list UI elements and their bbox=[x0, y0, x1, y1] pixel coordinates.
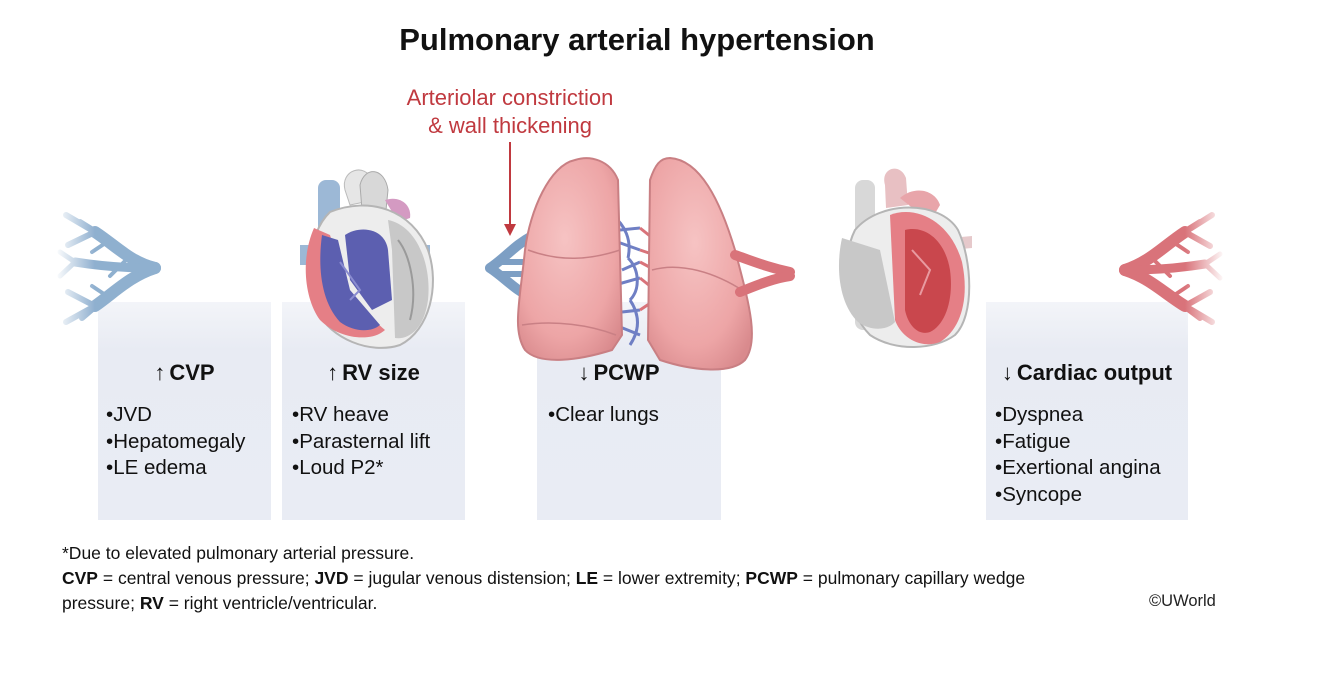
pcwp-heading: ↓PCWP bbox=[537, 360, 701, 386]
pcwp-findings-list: Clear lungs bbox=[548, 402, 659, 429]
abbr-joiner: ; bbox=[565, 568, 576, 588]
pcwp-heading-label: PCWP bbox=[593, 360, 660, 385]
abbr-separator: = bbox=[97, 568, 118, 588]
abbr-separator: = bbox=[797, 568, 818, 588]
arrow-down-icon bbox=[504, 142, 516, 236]
abbr-separator: = bbox=[163, 593, 184, 613]
list-item: Loud P2* bbox=[292, 455, 430, 482]
abbr-definition: right ventricle/ventricular bbox=[183, 593, 373, 613]
copyright-notice: ©UWorld bbox=[1149, 592, 1216, 610]
abbr-term: LE bbox=[575, 568, 599, 588]
cardiac-output-heading: ↓Cardiac output bbox=[986, 360, 1188, 386]
abbr-definition: pulmonary capillary wedge pressure bbox=[62, 568, 1026, 613]
list-item: Syncope bbox=[995, 482, 1161, 509]
page-title: Pulmonary arterial hypertension bbox=[399, 22, 875, 57]
abbr-term: JVD bbox=[314, 568, 349, 588]
annotation-line-2: & wall thickening bbox=[428, 113, 592, 138]
abbr-joiner: ; bbox=[130, 593, 140, 613]
abbr-separator: = bbox=[598, 568, 619, 588]
list-item: LE edema bbox=[106, 455, 245, 482]
abbr-definition: jugular venous distension bbox=[368, 568, 566, 588]
abbr-joiner: ; bbox=[304, 568, 315, 588]
up-arrow-icon: ↑ bbox=[327, 360, 339, 385]
list-item: Clear lungs bbox=[548, 402, 659, 429]
cvp-findings-list: JVD Hepatomegaly LE edema bbox=[106, 402, 245, 482]
list-item: Parasternal lift bbox=[292, 429, 430, 456]
abbr-definition: central venous pressure bbox=[117, 568, 305, 588]
list-item: Exertional angina bbox=[995, 455, 1160, 482]
abbr-joiner: ; bbox=[735, 568, 746, 588]
footnote: *Due to elevated pulmonary arterial pres… bbox=[62, 541, 1062, 616]
lungs-icon bbox=[516, 156, 753, 371]
abbr-term: RV bbox=[139, 593, 164, 613]
cvp-heading-label: CVP bbox=[169, 360, 215, 385]
abbr-term: CVP bbox=[62, 568, 98, 588]
down-arrow-icon: ↓ bbox=[578, 360, 590, 385]
rv-size-heading-label: RV size bbox=[342, 360, 420, 385]
list-item: Hepatomegaly bbox=[106, 429, 245, 456]
left-heart-icon bbox=[838, 168, 972, 348]
down-arrow-icon: ↓ bbox=[1001, 360, 1013, 385]
annotation-line-1: Arteriolar constriction bbox=[406, 85, 614, 110]
abbr-end: . bbox=[372, 593, 378, 613]
systemic-veins-icon bbox=[57, 212, 313, 325]
abbr-term: PCWP bbox=[745, 568, 798, 588]
systemic-arteries-icon bbox=[949, 212, 1223, 325]
cardiac-output-heading-label: Cardiac output bbox=[1016, 360, 1173, 385]
abbr-definition: lower extremity bbox=[618, 568, 736, 588]
list-item: Fatigue bbox=[995, 429, 1161, 456]
list-item: RV heave bbox=[292, 402, 430, 429]
right-heart-icon bbox=[300, 169, 434, 349]
up-arrow-icon: ↑ bbox=[154, 360, 166, 385]
cardiac-output-findings-list: Dyspnea Fatigue Exertional angina Syncop… bbox=[995, 402, 1161, 509]
abbr-separator: = bbox=[348, 568, 369, 588]
list-item: JVD bbox=[106, 402, 245, 429]
rv-size-heading: ↑RV size bbox=[282, 360, 465, 386]
footnote-abbreviations: CVP = central venous pressure; JVD = jug… bbox=[62, 566, 1062, 616]
cvp-heading: ↑CVP bbox=[98, 360, 271, 386]
footnote-asterisk: *Due to elevated pulmonary arterial pres… bbox=[62, 543, 415, 563]
list-item: Dyspnea bbox=[995, 402, 1161, 429]
annotation-arteriolar-constriction: Arteriolar constriction & wall thickenin… bbox=[380, 84, 640, 140]
rv-size-findings-list: RV heave Parasternal lift Loud P2* bbox=[292, 402, 430, 482]
